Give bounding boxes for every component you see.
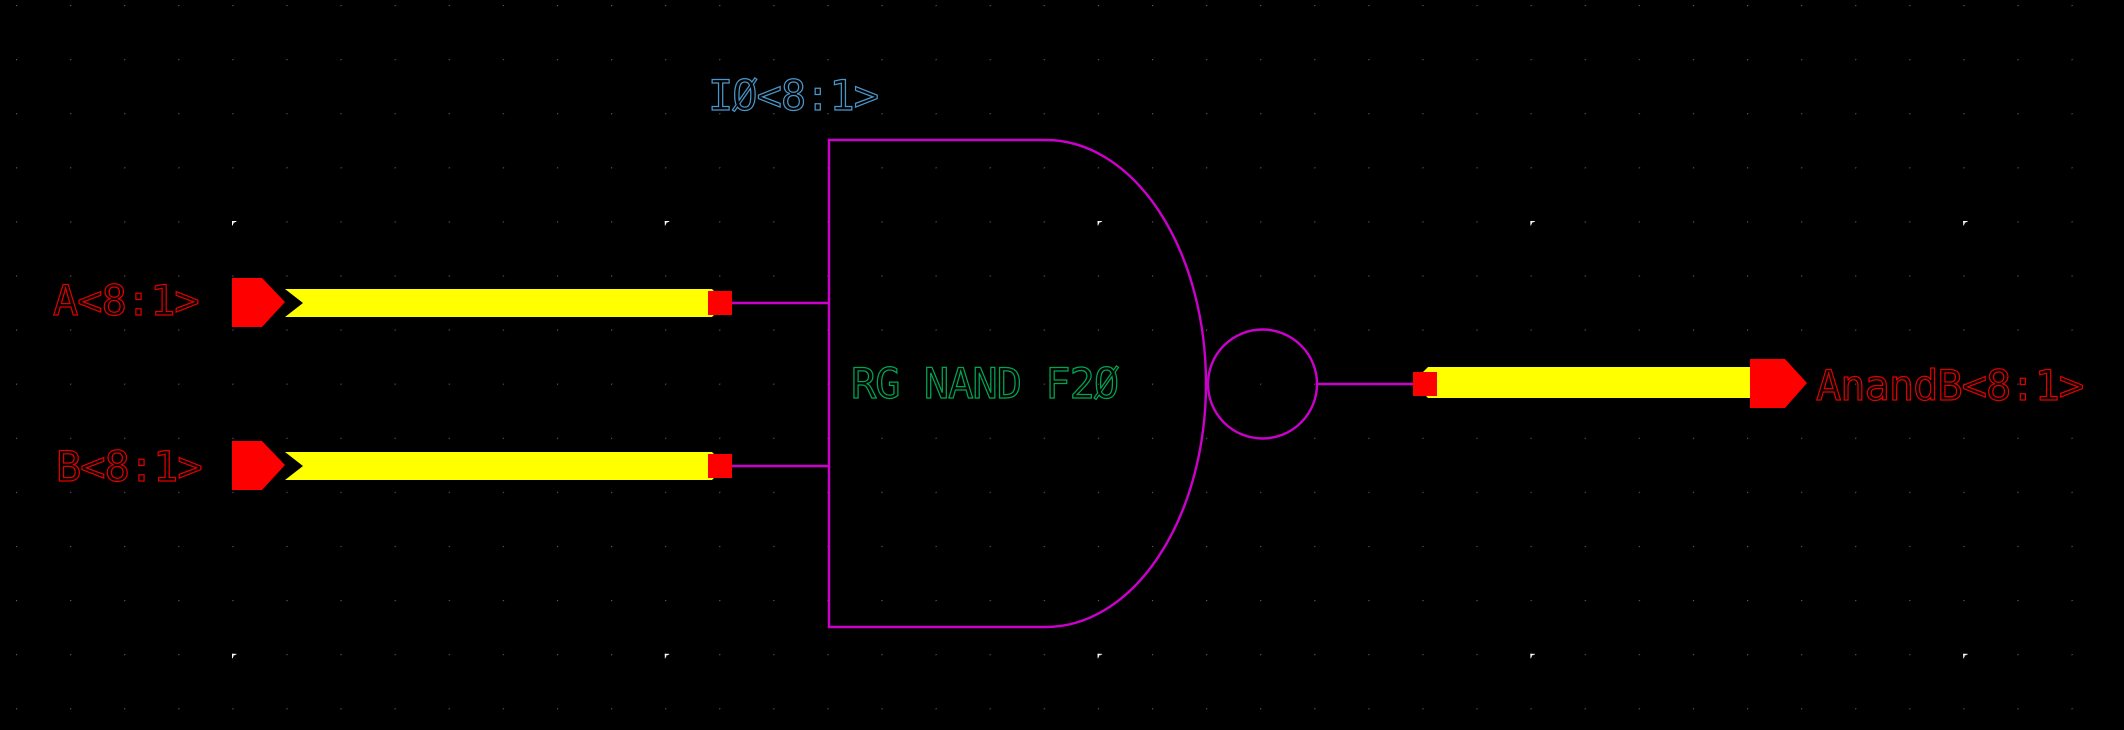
cell-name-label[interactable]: RG NAND F2Ø bbox=[850, 359, 1119, 408]
pin-square-input-a[interactable] bbox=[708, 291, 732, 315]
instance-name-label[interactable]: IØ<8:1> bbox=[707, 71, 879, 120]
pin-arrow-input-a[interactable] bbox=[232, 278, 285, 327]
net-label-output[interactable]: AnandB<8:1> bbox=[1815, 361, 2084, 410]
net-label-input-b[interactable]: B<8:1> bbox=[55, 442, 203, 491]
bus-output[interactable] bbox=[1420, 367, 1760, 398]
inversion-bubble[interactable] bbox=[1206, 328, 1319, 440]
pin-square-input-b[interactable] bbox=[708, 454, 732, 478]
bus-input-a[interactable] bbox=[285, 289, 722, 317]
net-label-input-a[interactable]: A<8:1> bbox=[52, 276, 200, 325]
pin-square-output[interactable] bbox=[1413, 372, 1437, 396]
bus-input-b[interactable] bbox=[285, 452, 722, 480]
pin-arrow-output[interactable] bbox=[1750, 359, 1807, 408]
pin-arrow-input-b[interactable] bbox=[232, 441, 285, 490]
nand-gate-body[interactable] bbox=[827, 138, 1208, 629]
